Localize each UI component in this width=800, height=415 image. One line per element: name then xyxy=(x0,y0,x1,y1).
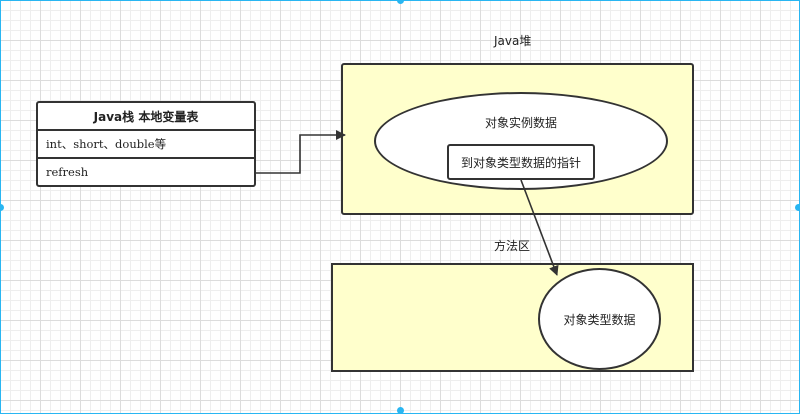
java-stack-table-header: Java栈 本地变量表 xyxy=(38,103,254,131)
type-pointer-arrow[interactable] xyxy=(520,179,559,276)
object-type-data-label: 对象类型数据 xyxy=(563,312,636,327)
resize-handle-bottom[interactable] xyxy=(397,407,404,414)
java-heap-label: Java堆 xyxy=(494,34,532,48)
stack-row-primitives[interactable]: int、short、double等 xyxy=(38,131,254,159)
type-pointer-box[interactable]: 到对象类型数据的指针 xyxy=(447,144,595,180)
resize-handle-left[interactable] xyxy=(0,204,4,211)
method-area-label: 方法区 xyxy=(494,239,531,253)
resize-handle-right[interactable] xyxy=(795,204,800,211)
stack-row-reference[interactable]: refresh xyxy=(46,165,89,179)
object-instance-data-ellipse[interactable]: 对象实例数据 xyxy=(374,92,668,190)
object-instance-data-label: 对象实例数据 xyxy=(484,116,557,130)
type-pointer-label: 到对象类型数据的指针 xyxy=(460,155,581,170)
object-type-data-ellipse[interactable]: 对象类型数据 xyxy=(538,268,661,370)
java-stack-table[interactable]: Java栈 本地变量表 int、short、double等 refresh xyxy=(36,101,256,187)
resize-handle-top[interactable] xyxy=(397,0,404,4)
reference-arrow[interactable] xyxy=(256,130,346,174)
